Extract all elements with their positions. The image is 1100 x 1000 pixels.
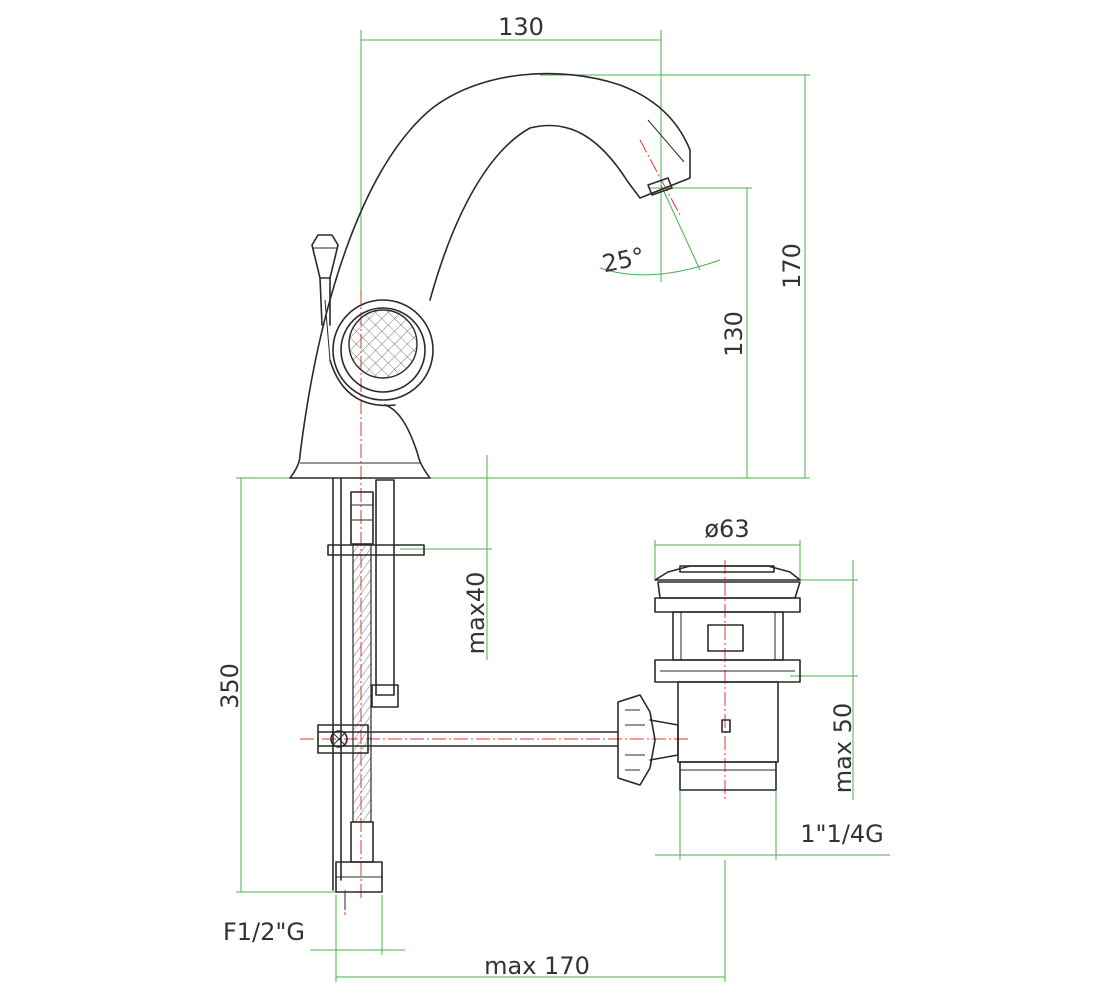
lever-handle bbox=[311, 234, 339, 326]
pop-up-rod bbox=[317, 694, 679, 786]
dimension-labels: 130 170 130 25° 350 max40 ø63 max 50 1"1… bbox=[216, 13, 884, 980]
pop-up-waste bbox=[654, 565, 801, 791]
supply-thread-label: F1/2"G bbox=[223, 918, 305, 946]
outlet-axis bbox=[639, 139, 681, 216]
spout-height-label: 130 bbox=[720, 311, 748, 357]
spout-angle-label: 25° bbox=[600, 242, 647, 278]
mounting-stud bbox=[327, 477, 425, 891]
faucet-body bbox=[289, 72, 691, 479]
below-deck-length-label: 350 bbox=[216, 663, 244, 709]
mixer-cartridge bbox=[332, 299, 434, 401]
rod-reach-label: max 170 bbox=[484, 952, 590, 980]
waste-height-label: max 50 bbox=[829, 703, 857, 793]
waste-thread-label: 1"1/4G bbox=[800, 820, 884, 848]
total-height-label: 170 bbox=[778, 243, 806, 289]
spout-reach-label: 130 bbox=[498, 13, 544, 41]
waste-diameter-label: ø63 bbox=[704, 515, 749, 543]
deck-thickness-label: max40 bbox=[462, 572, 490, 655]
dimension-lines bbox=[236, 30, 890, 982]
